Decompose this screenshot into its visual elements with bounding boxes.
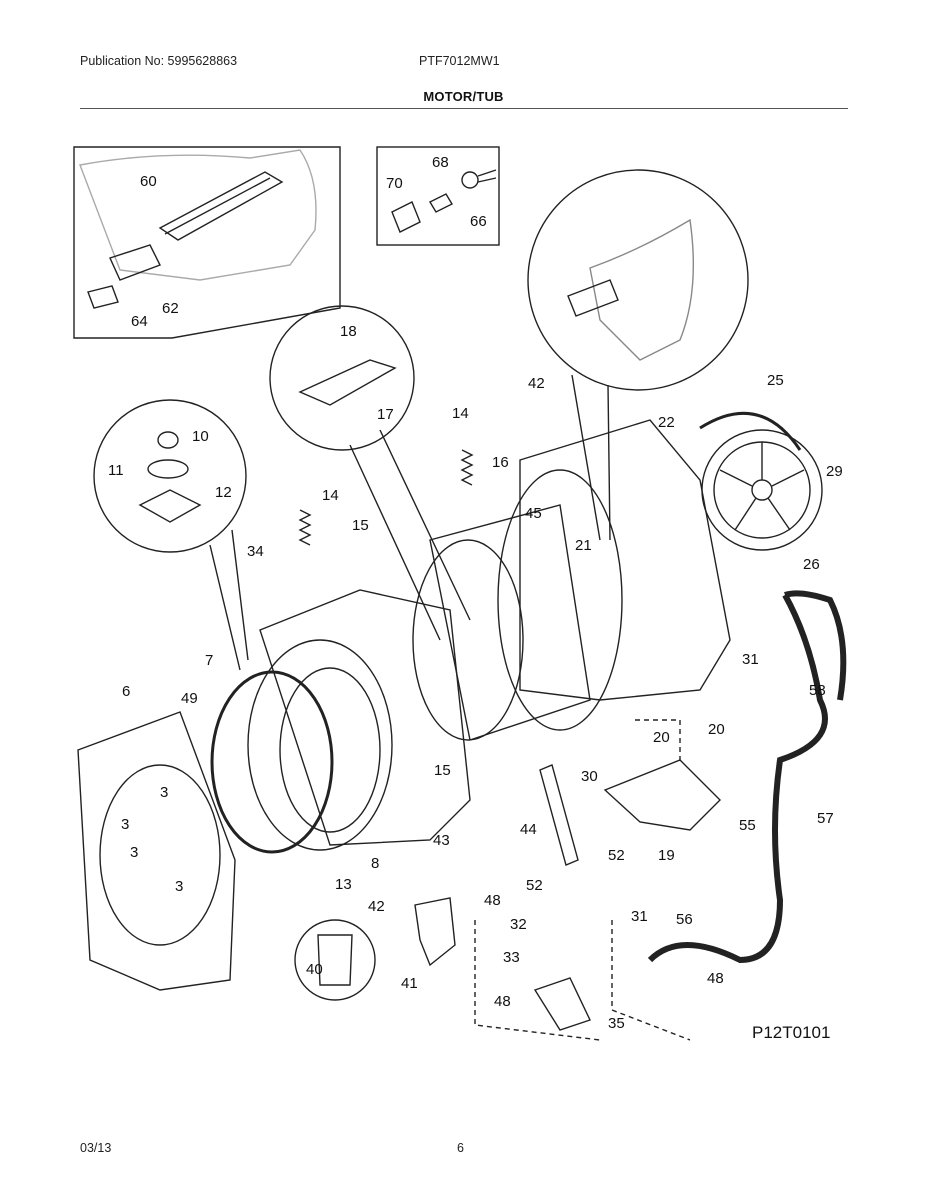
publication-number: Publication No: 5995628863 <box>80 54 238 68</box>
outer-tub <box>519 419 731 701</box>
callout-48: 48 <box>484 892 501 909</box>
detail-circle-bracket <box>269 305 415 451</box>
footer-date: 03/13 <box>80 1141 112 1155</box>
callout-3: 3 <box>121 816 129 833</box>
diagram-code: P12T0101 <box>752 1023 830 1042</box>
callout-66: 66 <box>470 213 487 230</box>
callout-3: 3 <box>130 844 138 861</box>
callout-34: 34 <box>247 543 264 560</box>
drain-pump <box>533 977 591 1031</box>
callout-13: 13 <box>335 876 352 893</box>
callout-48: 48 <box>707 970 724 987</box>
callout-29: 29 <box>826 463 843 480</box>
callout-20: 20 <box>708 721 725 738</box>
callout-15: 15 <box>352 517 369 534</box>
callout-12: 12 <box>215 484 232 501</box>
callout-30: 30 <box>581 768 598 785</box>
callout-20: 20 <box>653 729 670 746</box>
drain-hose <box>647 593 828 964</box>
callout-64: 64 <box>131 313 148 330</box>
callout-43: 43 <box>433 832 450 849</box>
header-divider <box>80 108 848 109</box>
callout-31: 31 <box>631 908 648 925</box>
callout-14: 14 <box>322 487 339 504</box>
callout-26: 26 <box>803 556 820 573</box>
inset-box-valve <box>376 146 500 246</box>
callout-49: 49 <box>181 690 198 707</box>
callout-44: 44 <box>520 821 537 838</box>
motor <box>603 759 721 831</box>
callout-32: 32 <box>510 916 527 933</box>
callout-6: 6 <box>122 683 130 700</box>
callout-68: 68 <box>432 154 449 171</box>
callout-10: 10 <box>192 428 209 445</box>
callout-8: 8 <box>371 855 379 872</box>
shock-absorber <box>539 764 579 866</box>
callout-labels: 6062646870661817101112421416222529264521… <box>108 154 843 1032</box>
callout-62: 62 <box>162 300 179 317</box>
front-tub <box>259 589 471 846</box>
callout-17: 17 <box>377 406 394 423</box>
section-title: MOTOR/TUB <box>423 89 504 104</box>
model-number: PTF7012MW1 <box>419 54 500 68</box>
callout-70: 70 <box>386 175 403 192</box>
callout-3: 3 <box>160 784 168 801</box>
callout-19: 19 <box>658 847 675 864</box>
callout-40: 40 <box>306 961 323 978</box>
callout-56: 56 <box>676 911 693 928</box>
callout-21: 21 <box>575 537 592 554</box>
callout-15: 15 <box>434 762 451 779</box>
callout-42: 42 <box>368 898 385 915</box>
callout-52: 52 <box>608 847 625 864</box>
callout-11: 11 <box>108 462 124 479</box>
callout-45: 45 <box>525 505 542 522</box>
front-panel <box>77 711 236 991</box>
callout-48: 48 <box>494 993 511 1010</box>
callout-42: 42 <box>528 375 545 392</box>
callout-60: 60 <box>140 173 157 190</box>
callout-22: 22 <box>658 414 675 431</box>
callout-31: 31 <box>742 651 759 668</box>
callout-33: 33 <box>503 949 520 966</box>
callout-57: 57 <box>817 810 834 827</box>
callout-58: 58 <box>809 682 826 699</box>
callout-52: 52 <box>526 877 543 894</box>
callout-41: 41 <box>401 975 418 992</box>
detail-circle-hardware <box>93 399 247 553</box>
callout-7: 7 <box>205 652 213 669</box>
pulley <box>701 429 823 551</box>
detail-circle-spider <box>527 169 749 391</box>
callout-55: 55 <box>739 817 756 834</box>
callout-14: 14 <box>452 405 469 422</box>
page-number: 6 <box>457 1141 464 1155</box>
callout-25: 25 <box>767 372 784 389</box>
callout-35: 35 <box>608 1015 625 1032</box>
inset-box-hinge <box>73 146 341 339</box>
callout-3: 3 <box>175 878 183 895</box>
callout-16: 16 <box>492 454 509 471</box>
callout-18: 18 <box>340 323 357 340</box>
